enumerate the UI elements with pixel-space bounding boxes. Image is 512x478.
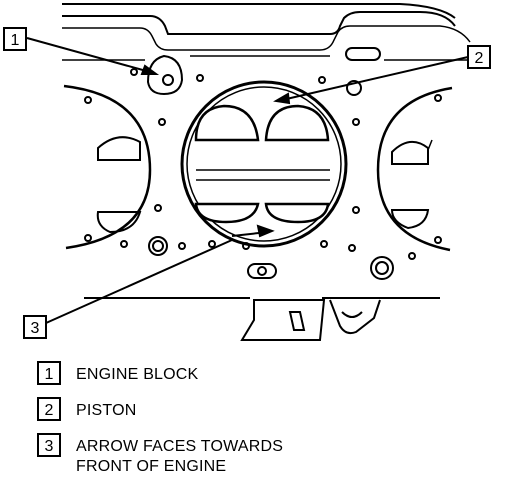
leader-arrowhead-1 [140, 64, 160, 75]
block-upper-rail [62, 11, 456, 35]
legend-number-box [37, 397, 61, 421]
bracket-slot [288, 311, 306, 331]
right-piston-cutout [391, 141, 429, 165]
left-cylinder-bore [63, 84, 152, 250]
bracket-end [341, 311, 363, 318]
piston-relief-lower-left [194, 202, 260, 224]
small-hole [434, 94, 442, 102]
bolt-hole-2 [370, 256, 394, 280]
right-edge-mark [427, 139, 433, 151]
small-hole [352, 206, 360, 214]
legend-label: ENGINE BLOCK [76, 366, 199, 383]
callout-box [3, 27, 27, 51]
small-hole [408, 252, 416, 260]
small-hole [84, 234, 92, 242]
slot-hole-bottom [247, 263, 277, 279]
small-hole [348, 244, 356, 252]
engine-block [62, 3, 471, 299]
leader-line-2 [281, 56, 469, 101]
small-hole [434, 236, 442, 244]
bolt-hole-1-inner [152, 240, 164, 252]
small-hole [154, 204, 162, 212]
piston-relief-upper-left [194, 104, 260, 142]
slot-hole-bottom-inner [257, 266, 267, 276]
legend-label-line-1: ARROW FACES TOWARDS [76, 438, 283, 455]
left-piston-cutout-2 [96, 211, 142, 234]
slot-hole-top [345, 47, 381, 61]
leader-lines [26, 37, 469, 324]
left-piston-cutout [97, 136, 141, 161]
legend-number-box [37, 433, 61, 457]
bracket-plate [240, 299, 326, 341]
piston-relief-lower-right [264, 202, 330, 224]
dowel-boss [146, 54, 184, 96]
callout-1: 1 [3, 27, 27, 51]
block-upper-rail-2 [62, 25, 471, 51]
small-hole [352, 118, 360, 126]
small-hole [120, 240, 128, 248]
callout-3: 3 [23, 315, 47, 339]
bolt-hole-2-inner [375, 261, 389, 275]
lower-bracket [240, 299, 381, 341]
callout-number: 2 [475, 50, 484, 67]
center-cylinder-bore [180, 80, 348, 248]
piston-relief-upper-right [264, 104, 330, 142]
front-arrow-head [256, 224, 275, 238]
small-hole [208, 240, 216, 248]
block-top-edge [62, 3, 456, 19]
right-piston-cutout-2 [390, 209, 430, 230]
leader-line-1 [26, 37, 151, 73]
small-hole [84, 96, 92, 104]
legend-item-2: 2 PISTON [37, 397, 136, 421]
small-hole [178, 242, 186, 250]
leader-arrowhead-2 [273, 92, 291, 105]
legend-number: 3 [45, 438, 54, 455]
legend-number-box [37, 361, 61, 385]
legend-number: 2 [45, 402, 54, 419]
legend-item-3: 3 ARROW FACES TOWARDS FRONT OF ENGINE [37, 433, 283, 475]
leader-line-3 [45, 239, 233, 324]
small-hole [318, 76, 326, 84]
dowel-hole [162, 74, 174, 86]
callout-number: 3 [31, 320, 40, 337]
block-holes [84, 47, 442, 280]
piston [194, 104, 330, 224]
small-hole [196, 74, 204, 82]
callout-number: 1 [11, 32, 20, 49]
legend: 1 ENGINE BLOCK 2 PISTON 3 ARROW FACES TO… [37, 361, 283, 475]
small-hole [158, 118, 166, 126]
center-cylinder-bore-inner [186, 86, 342, 242]
block-deck-line [62, 55, 470, 61]
small-hole [242, 242, 250, 250]
legend-label: PISTON [76, 402, 136, 419]
small-hole [130, 68, 138, 76]
legend-number: 1 [45, 366, 54, 383]
bolt-hole-3 [346, 80, 362, 96]
legend-item-1: 1 ENGINE BLOCK [37, 361, 199, 385]
small-hole [320, 240, 328, 248]
callout-box [467, 45, 491, 69]
right-cylinder-bore [376, 86, 453, 252]
callout-box [23, 315, 47, 339]
bracket-side [329, 299, 381, 335]
legend-label-line-2: FRONT OF ENGINE [76, 458, 226, 475]
callout-2: 2 [467, 45, 491, 69]
bolt-hole-1 [148, 236, 168, 256]
